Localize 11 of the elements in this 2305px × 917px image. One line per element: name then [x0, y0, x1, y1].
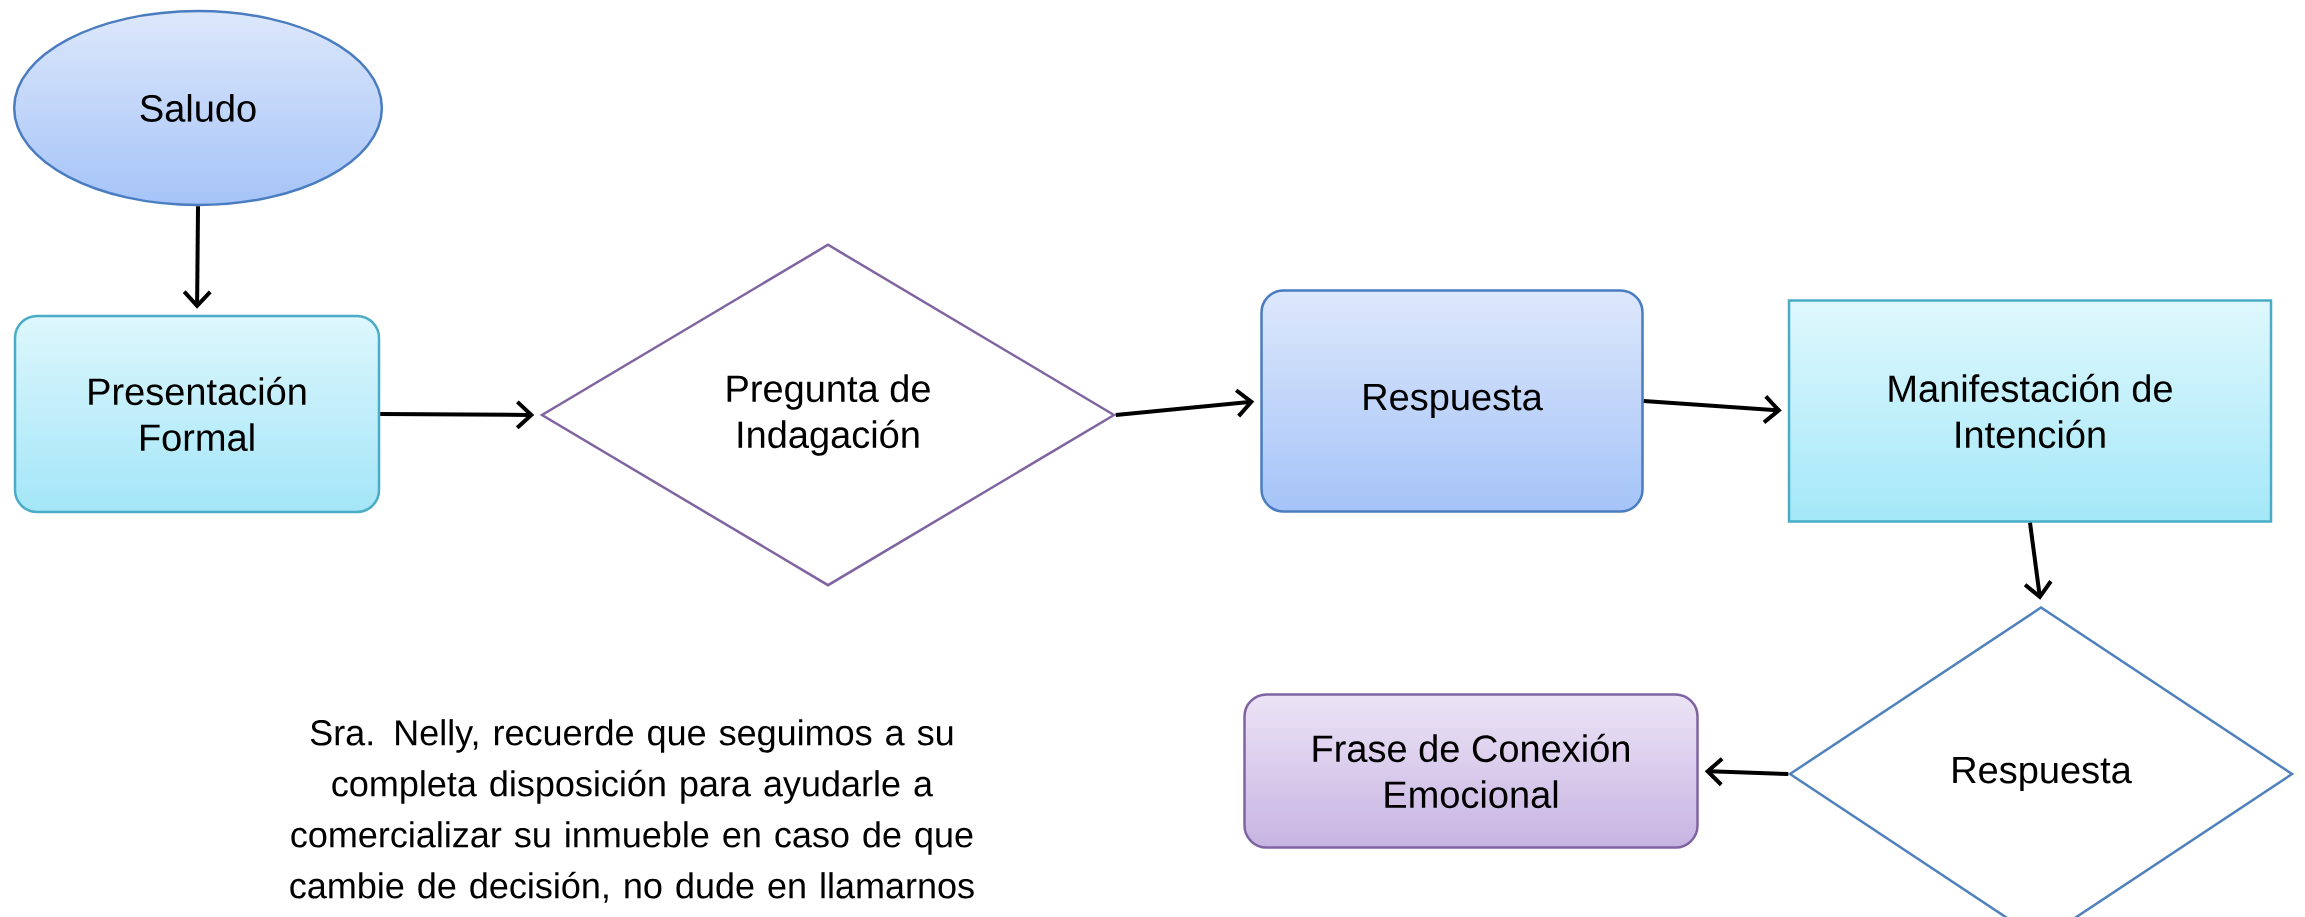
- arrow: [1115, 388, 1255, 418]
- process-box: Respuesta: [1260, 289, 1644, 513]
- arrow: [380, 400, 535, 430]
- arrow: [1704, 757, 1789, 787]
- arrow: [2023, 522, 2053, 600]
- process-box: Manifestación de Intención: [1787, 299, 2273, 523]
- arrow: [182, 206, 212, 309]
- note-text: Sra. Nelly, recuerde que seguimos a su completa disposición para ayudarle a comercializar su inmueble en caso de que cambie de decisión, no dude en llamarnos: [290, 719, 974, 903]
- arrow: [1643, 395, 1782, 424]
- process-box: Frase de Conexión Emocional: [1243, 693, 1699, 849]
- process-box: Presentación Formal: [13, 314, 381, 514]
